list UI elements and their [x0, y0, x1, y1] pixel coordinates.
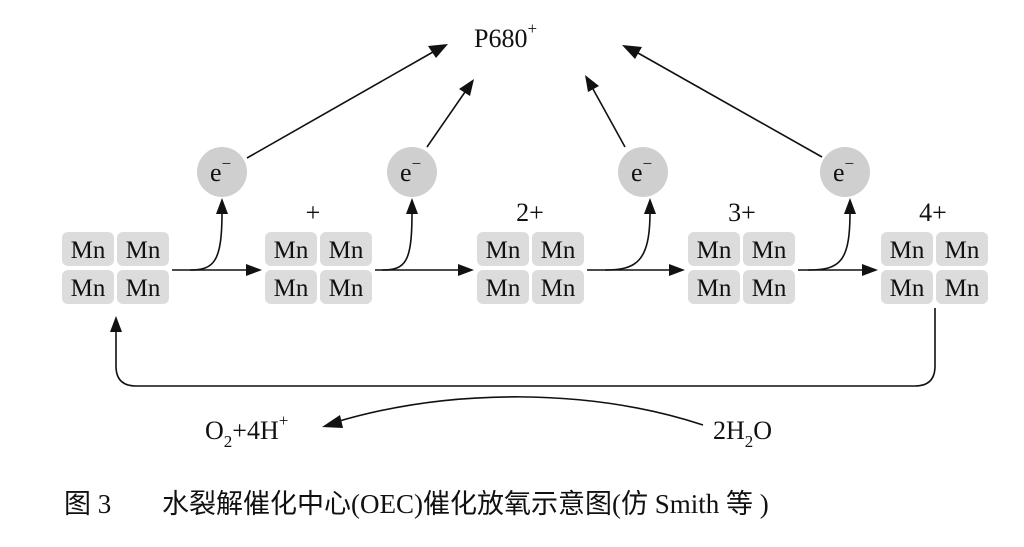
mn-box — [320, 270, 372, 304]
arrow-head — [110, 316, 122, 332]
mn-box — [477, 270, 529, 304]
mn-label: Mn — [541, 275, 576, 302]
electron-circle — [387, 147, 437, 197]
electron-circle — [618, 147, 668, 197]
mn-box — [936, 232, 988, 266]
mn-label: Mn — [126, 237, 161, 264]
mn-box — [688, 270, 740, 304]
state-charge-4: 4+ — [919, 198, 947, 227]
arrow-head — [246, 264, 262, 276]
mn-box — [117, 270, 169, 304]
mn-box — [265, 270, 317, 304]
electron-3: e− — [618, 147, 668, 197]
return-arrow — [115, 308, 936, 387]
caption-text: 水裂解催化中心(OEC)催化放氧示意图(仿 Smith 等 ) — [162, 489, 769, 519]
electron-label: e− — [400, 154, 421, 187]
mn-label: Mn — [486, 275, 521, 302]
state-charge-2: 2+ — [516, 198, 544, 227]
mn-label: Mn — [890, 275, 925, 302]
arrow-head — [322, 415, 343, 428]
mn-label: Mn — [71, 237, 106, 264]
arrow-head — [862, 264, 878, 276]
arrow-head — [622, 45, 642, 59]
electron-circle — [197, 147, 247, 197]
o2-product-label: O2+4H+ — [205, 411, 288, 451]
mn-box — [532, 270, 584, 304]
electron-label: e− — [833, 154, 854, 187]
mn-label: Mn — [541, 237, 576, 264]
mn-label: Mn — [329, 275, 364, 302]
mn-label: Mn — [890, 237, 925, 264]
electron-release-4 — [807, 211, 851, 271]
mn-label: Mn — [274, 275, 309, 302]
electron-release-1 — [189, 211, 223, 271]
mn-box — [881, 270, 933, 304]
mn-box — [881, 232, 933, 266]
mn-box — [320, 232, 372, 266]
state-charge-labels: + 2+ 3+ 4+ — [306, 198, 947, 227]
mn-label: Mn — [329, 237, 364, 264]
electron-label: e− — [210, 154, 231, 187]
electron-arrow-4 — [637, 52, 823, 158]
mn-cluster-s0: Mn Mn Mn Mn — [62, 232, 169, 304]
mn-box — [62, 232, 114, 266]
mn-box — [532, 232, 584, 266]
arrow-head — [669, 264, 685, 276]
arrow-head — [844, 198, 856, 214]
mn-cluster-s3: Mn Mn Mn Mn — [688, 232, 795, 304]
water-label: 2H2O — [713, 416, 772, 451]
arrow-head — [644, 198, 656, 214]
mn-label: Mn — [486, 237, 521, 264]
mn-cluster-s1: Mn Mn Mn Mn — [265, 232, 372, 304]
electron-2: e− — [387, 147, 437, 197]
arrow-head — [585, 75, 599, 92]
mn-box — [688, 232, 740, 266]
mn-label: Mn — [71, 275, 106, 302]
mn-label: Mn — [697, 237, 732, 264]
electrons: e− e− e− e− — [197, 147, 870, 197]
water-to-o2-arrow — [335, 396, 704, 426]
mn-cluster-s2: Mn Mn Mn Mn — [477, 232, 584, 304]
arrow-head — [216, 198, 228, 214]
electron-release-3 — [604, 211, 651, 271]
electron-1: e− — [197, 147, 247, 197]
caption-number: 图 3 — [64, 489, 111, 519]
mn-cluster-s4: Mn Mn Mn Mn — [881, 232, 988, 304]
state-charge-3: 3+ — [728, 198, 756, 227]
mn-label: Mn — [274, 237, 309, 264]
electron-4: e− — [820, 147, 870, 197]
mn-box — [743, 232, 795, 266]
mn-box — [477, 232, 529, 266]
mn-box — [265, 232, 317, 266]
mn-label: Mn — [945, 237, 980, 264]
electron-arrow-3 — [592, 88, 626, 148]
transition-arrows — [172, 198, 878, 276]
state-charge-1: + — [306, 198, 321, 227]
mn-box — [743, 270, 795, 304]
mn-label: Mn — [126, 275, 161, 302]
mn-label: Mn — [697, 275, 732, 302]
electron-release-2 — [381, 211, 413, 271]
electron-to-p680-arrows — [246, 44, 823, 159]
p680-label: P680+ — [474, 19, 537, 53]
electron-circle — [820, 147, 870, 197]
return-loop — [110, 308, 936, 387]
arrow-head — [428, 44, 448, 58]
mn-label: Mn — [945, 275, 980, 302]
arrow-head — [406, 198, 418, 214]
electron-arrow-1 — [246, 51, 434, 159]
mn-box — [117, 232, 169, 266]
mn-box — [936, 270, 988, 304]
arrow-head — [458, 264, 474, 276]
mn-label: Mn — [752, 237, 787, 264]
arrow-head — [459, 79, 474, 96]
figure-caption: 图 3 水裂解催化中心(OEC)催化放氧示意图(仿 Smith 等 ) — [64, 489, 769, 519]
water-oxidation: O2+4H+ 2H2O — [205, 396, 772, 451]
mn-box — [62, 270, 114, 304]
electron-label: e− — [631, 154, 652, 187]
electron-arrow-2 — [426, 91, 466, 148]
mn-label: Mn — [752, 275, 787, 302]
